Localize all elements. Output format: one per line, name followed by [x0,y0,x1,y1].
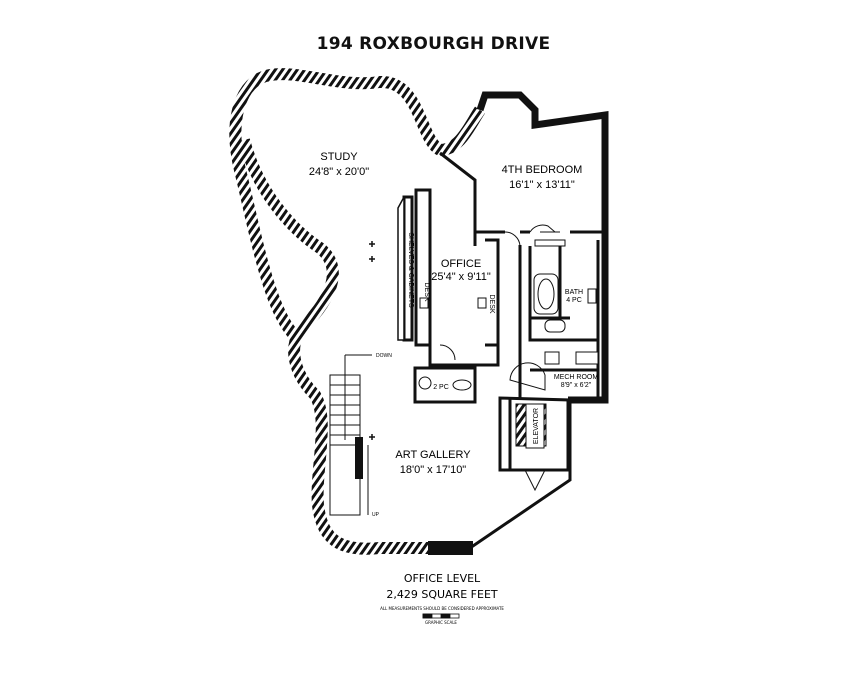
office-dims: 25'4" x 9'11" [431,271,491,283]
bedroom-dims: 16'1" x 13'11" [509,179,575,191]
gallery-name: ART GALLERY [395,449,471,461]
shelves-cabinets [397,196,405,341]
desk-right-label: DESK [488,294,495,313]
study-dims: 24'8" x 20'0" [309,166,369,178]
mech-name: MECH ROOM [554,374,599,381]
desk-left-label: DESK [423,282,430,301]
curved-window-wall [229,68,486,345]
gallery-wall-black [428,541,473,555]
gallery-dims: 18'0" x 17'10" [400,464,467,476]
elevator-label: ELEVATOR [533,408,540,444]
scale-label: GRAPHIC SCALE [425,620,457,625]
bath-dims: 4 PC [566,297,582,304]
bath-name: BATH [565,289,583,296]
office-name: OFFICE [441,258,481,270]
graphic-scale [422,613,460,619]
gallery-rail [355,437,363,479]
bedroom-name: 4TH BEDROOM [502,164,583,176]
interior-walls [402,151,605,550]
disclaimer: ALL MEASUREMENTS SHOULD BE CONSIDERED AP… [380,606,504,611]
area-label: 2,429 SQUARE FEET [386,588,498,601]
outlet-marks [369,241,375,440]
level-label: OFFICE LEVEL [404,572,481,585]
powder-name: 2 PC [433,384,449,391]
study-name: STUDY [320,151,358,163]
shelves-label: SHELVES & CABINETS [407,232,414,308]
plan-title: 194 ROXBOURGH DRIVE [316,34,551,54]
down-label: DOWN [376,353,392,359]
fixtures [418,231,599,449]
mech-dims: 8'9" x 6'2" [561,382,592,389]
staircase [329,354,372,516]
study-window-wall [238,138,428,555]
up-label: UP [372,512,380,518]
doors [439,224,556,492]
